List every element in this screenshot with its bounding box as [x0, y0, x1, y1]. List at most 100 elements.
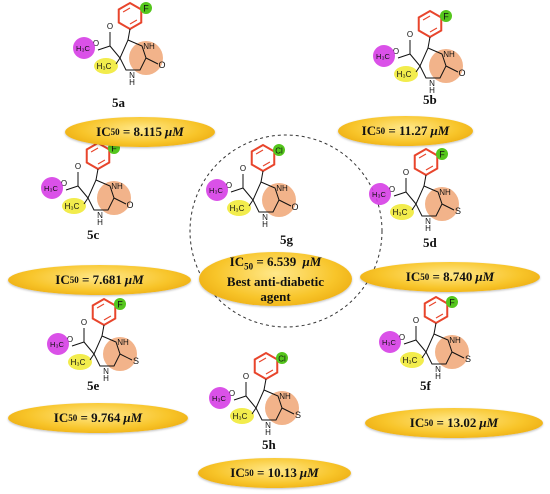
compound-label-5d: 5d: [423, 235, 437, 250]
phenyl-double-bond: [129, 19, 138, 25]
compound-label-5e: 5e: [87, 378, 100, 393]
ester-methyl-ball: [73, 37, 95, 59]
phenyl-double-bond: [97, 159, 106, 165]
bond: [251, 407, 257, 415]
phenyl-double-bond: [425, 165, 434, 171]
bond: [409, 53, 421, 67]
phenyl-double-bond: [103, 315, 112, 321]
hetero-atom: O: [126, 200, 133, 210]
halogen-symbol: F: [449, 298, 455, 308]
n-label: N: [429, 79, 435, 88]
bond: [427, 36, 431, 49]
carbonyl-o: O: [75, 162, 81, 171]
dashed-highlight-circle: [189, 134, 383, 328]
bond: [242, 187, 254, 201]
bond: [97, 45, 111, 51]
ester-methyl-label: H₃C: [376, 52, 390, 61]
bond: [65, 185, 79, 191]
bond: [451, 351, 465, 359]
phenyl-double-bond: [122, 7, 131, 13]
phenyl-double-bond: [255, 149, 264, 155]
hetero-atom: S: [465, 354, 471, 364]
ester-o: O: [61, 179, 67, 188]
halogen-ball: [440, 10, 452, 22]
methyl-highlight: [68, 354, 92, 370]
ester-methyl-ball: [41, 177, 63, 199]
h-label: H: [425, 224, 431, 233]
bond: [101, 324, 105, 337]
compound-label-5f: 5f: [420, 378, 431, 393]
ester-methyl-ball: [209, 387, 231, 409]
halogen-symbol: Cl: [275, 147, 283, 156]
compound-label-5h: 5h: [262, 437, 276, 452]
bond: [248, 199, 254, 207]
phenyl-double-bond: [262, 161, 271, 167]
ester-methyl-label: H₃C: [382, 338, 396, 347]
phenyl-double-bond: [435, 313, 444, 319]
bond: [397, 53, 411, 59]
bond: [445, 65, 459, 73]
bond: [113, 197, 127, 205]
methyl-highlight: [390, 204, 414, 220]
ester-methyl-label: H₃C: [212, 394, 226, 403]
carbonyl-o: O: [407, 30, 413, 39]
halogen-ball: [436, 148, 448, 160]
compound-label-5b: 5b: [423, 92, 437, 107]
h-label: H: [265, 428, 271, 437]
ester-methyl-label: H₃C: [44, 184, 58, 193]
bond: [119, 353, 133, 361]
phenyl-ring: [91, 297, 117, 327]
halogen-symbol: F: [439, 150, 445, 160]
methyl-label: H₃C: [403, 356, 418, 365]
bond: [145, 57, 159, 65]
n-label: N: [262, 213, 268, 222]
phenyl-double-bond: [422, 15, 431, 21]
phenyl-ring: [413, 147, 439, 177]
carbonyl-o: O: [81, 318, 87, 327]
phenyl-ring: [423, 295, 449, 325]
bond: [423, 174, 427, 187]
bond: [393, 191, 407, 197]
carbonyl-o: O: [240, 164, 246, 173]
n-label: N: [129, 71, 135, 80]
bond: [403, 339, 417, 345]
bond: [127, 28, 131, 41]
phenyl-ring: [117, 1, 143, 31]
ester-methyl-ball: [373, 45, 395, 67]
ester-methyl-ball: [369, 183, 391, 205]
nh-label: NH: [443, 50, 455, 59]
phenyl-double-bond: [265, 369, 274, 375]
halogen-symbol: F: [143, 4, 149, 14]
bond: [230, 187, 244, 193]
methyl-highlight: [62, 198, 86, 214]
ester-methyl-ball: [206, 179, 228, 201]
nh-label: NH: [279, 392, 291, 401]
h-label: H: [429, 86, 435, 95]
halogen-symbol: F: [111, 144, 117, 154]
halogen-ball: [276, 352, 288, 364]
carbonyl-o: O: [107, 22, 113, 31]
carbonyl-o: O: [413, 316, 419, 325]
phenyl-double-bond: [429, 27, 438, 33]
bond: [77, 185, 89, 199]
halogen-ball: [273, 144, 285, 156]
halogen-symbol: Cl: [278, 355, 286, 364]
bond: [415, 339, 427, 353]
ester-methyl-ball: [379, 331, 401, 353]
h-label: H: [435, 372, 441, 381]
methyl-highlight: [227, 200, 251, 216]
bond: [115, 57, 121, 65]
methyl-highlight: [230, 408, 254, 424]
methyl-highlight: [400, 352, 424, 368]
ester-methyl-label: H₃C: [76, 44, 90, 53]
bond: [109, 45, 121, 59]
n-label: N: [103, 367, 109, 376]
n-label: N: [425, 217, 431, 226]
compound-label-5a: 5a: [112, 95, 125, 110]
